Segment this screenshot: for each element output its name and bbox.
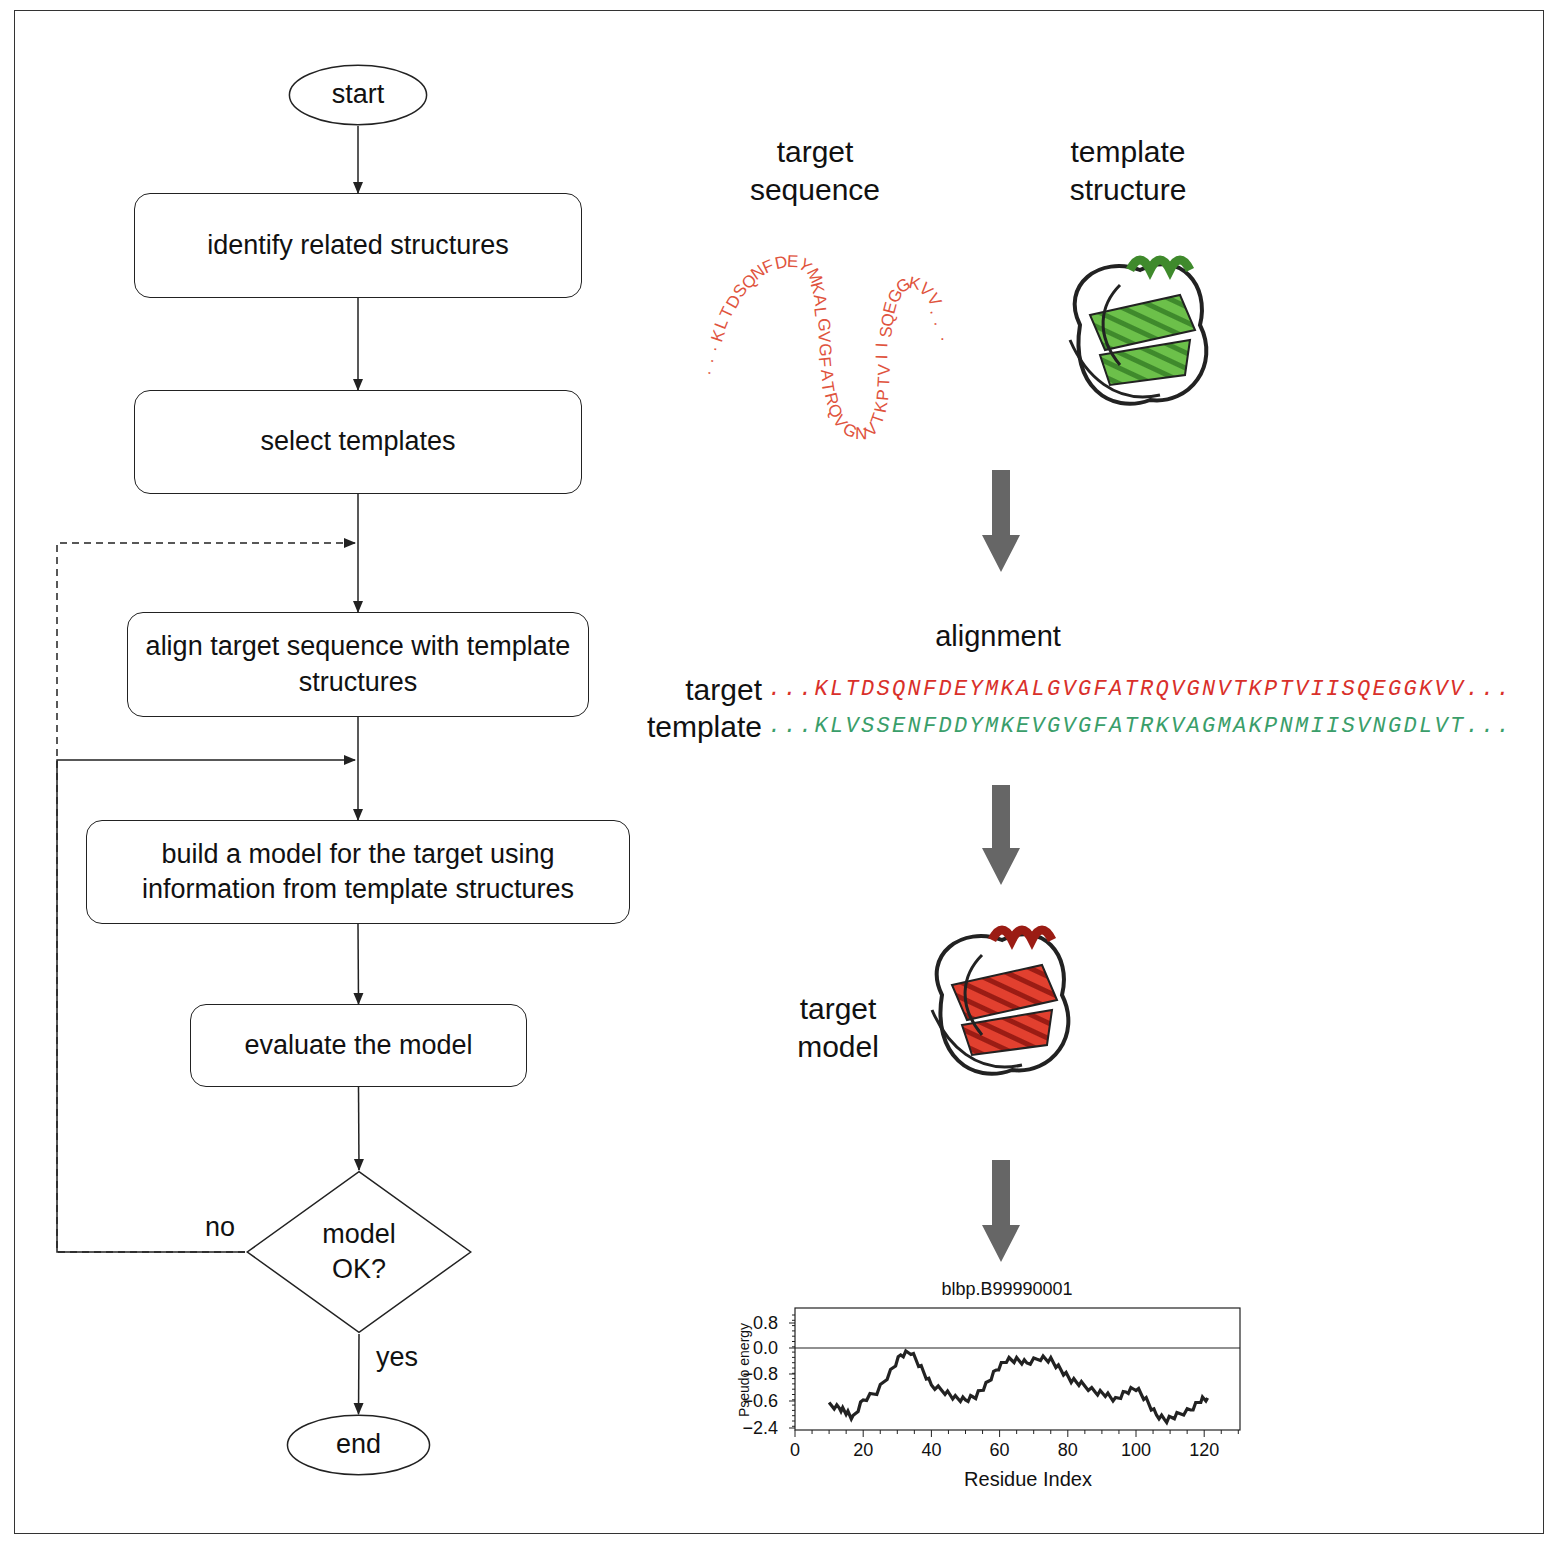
tick-label: 20 — [853, 1440, 873, 1461]
start-terminal: start — [288, 64, 428, 126]
tick-label: 40 — [921, 1440, 941, 1461]
connector — [358, 1334, 360, 1414]
tick-label: 0 — [790, 1440, 800, 1461]
connector — [358, 1087, 360, 1170]
diamond-outline — [245, 1170, 473, 1334]
connector — [357, 924, 359, 1004]
chart-title: blbp.B99990001 — [941, 1279, 1072, 1300]
flow-arrow — [982, 470, 1020, 1262]
annotation-label: target sequence — [720, 133, 910, 208]
edge-label: yes — [376, 1342, 418, 1373]
edge-label: no — [205, 1212, 235, 1243]
node-text: evaluate the model — [230, 1028, 486, 1063]
tick-label: 80 — [1058, 1440, 1078, 1461]
tick-label: 100 — [1121, 1440, 1151, 1461]
connector — [357, 494, 359, 612]
process-box: identify related structures — [134, 193, 582, 298]
node-text: build a model for the target using infor… — [87, 837, 629, 907]
tick-label: −2.4 — [742, 1418, 778, 1439]
target-model-cartoon — [932, 930, 1068, 1074]
tick-label: 60 — [990, 1440, 1010, 1461]
node-text: start — [318, 77, 399, 112]
annotation-label: Residue Index — [964, 1468, 1092, 1491]
node-text: identify related structures — [193, 228, 523, 263]
tick-label: 0.8 — [753, 1313, 778, 1334]
node-text: end — [322, 1427, 395, 1462]
process-box: align target sequence with template stru… — [127, 612, 589, 717]
tick-label: 120 — [1189, 1440, 1219, 1461]
connector — [357, 126, 359, 193]
annotation-label: template structure — [1033, 133, 1223, 208]
process-box: select templates — [134, 390, 582, 494]
connector — [357, 717, 359, 820]
process-box: evaluate the model — [190, 1004, 527, 1087]
annotation-label: target model — [768, 990, 908, 1065]
template-structure-cartoon — [1070, 260, 1206, 404]
annotation-label: target — [685, 673, 762, 707]
sequence-text: ...KLTDSQNFDEYMKALGVGFATRQVGNVTKPTVIISQE… — [768, 677, 1512, 702]
sequence-text: ...KLVSSENFDDYMKEVGVGFATRKVAGMAKPNMIISVN… — [768, 714, 1512, 739]
tick-label: −0.6 — [742, 1391, 778, 1412]
curved-sequence: ...KLTDSQNFDEYMKALGVGFATRQVGNVTKPTVIISQE… — [0, 0, 1, 1]
node-text: select templates — [246, 424, 469, 459]
decision-diamond: model OK? — [245, 1170, 473, 1334]
node-text: model OK? — [299, 1217, 419, 1287]
energy-plot — [789, 1308, 1240, 1437]
connector — [357, 298, 359, 390]
annotation-label: alignment — [935, 620, 1061, 653]
node-text: align target sequence with template stru… — [128, 629, 588, 699]
process-box: build a model for the target using infor… — [86, 820, 630, 924]
tick-label: −0.8 — [742, 1364, 778, 1385]
tick-label: 0.0 — [753, 1338, 778, 1359]
annotation-label: template — [647, 710, 762, 744]
end-terminal: end — [286, 1414, 431, 1476]
